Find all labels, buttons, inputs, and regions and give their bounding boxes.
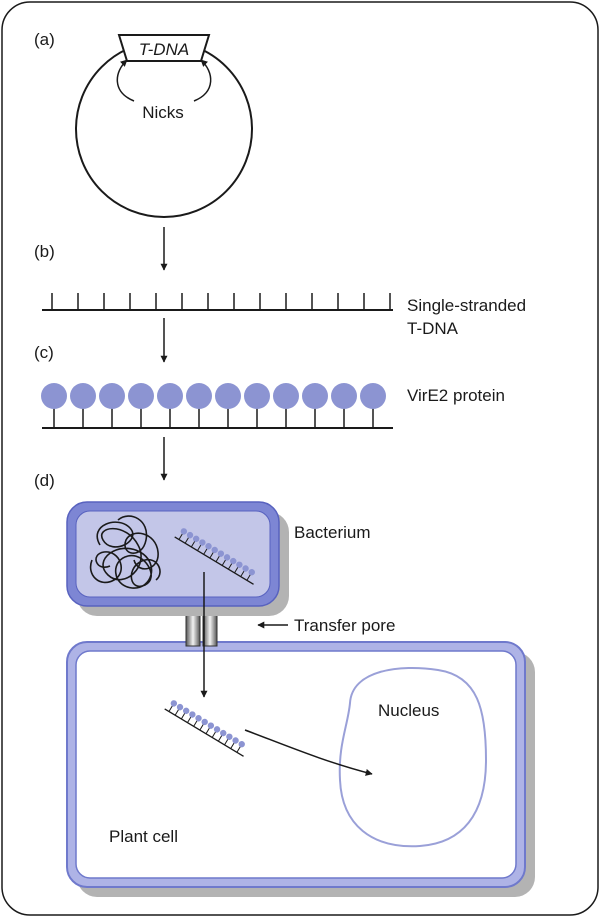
complex-protein bbox=[226, 733, 233, 740]
vire2-protein bbox=[215, 383, 241, 409]
complex-protein bbox=[201, 718, 208, 726]
complex-protein bbox=[211, 546, 218, 554]
complex-protein bbox=[186, 531, 194, 539]
vire2-protein bbox=[331, 383, 357, 409]
complex-stalk bbox=[221, 559, 227, 566]
complex-protein bbox=[217, 550, 225, 557]
complex-stalk bbox=[168, 705, 174, 712]
complex-stalk bbox=[193, 720, 198, 727]
panel-label-d: (d) bbox=[34, 471, 55, 490]
complex-stalk bbox=[187, 716, 192, 723]
bacterium-cytoplasm bbox=[75, 510, 271, 598]
nucleus-envelope bbox=[338, 667, 488, 848]
complex-protein bbox=[238, 740, 245, 748]
vire2-protein bbox=[128, 383, 154, 409]
nuclear-import-arrow bbox=[244, 729, 373, 776]
single-stranded-label-2: T-DNA bbox=[407, 319, 459, 338]
complex-stalk bbox=[205, 727, 211, 735]
complex-protein bbox=[183, 707, 190, 715]
complex-stalk bbox=[199, 723, 204, 731]
complex-stalk bbox=[227, 562, 233, 570]
single-strand-bases bbox=[51, 293, 391, 310]
vire2-protein bbox=[244, 383, 270, 409]
panel-label-a: (a) bbox=[34, 30, 55, 49]
complex-stalk bbox=[236, 746, 241, 753]
nick-arrow-right bbox=[193, 59, 212, 102]
complex-stalk bbox=[240, 570, 245, 577]
complex-protein bbox=[195, 715, 202, 722]
complex-stalk bbox=[211, 731, 217, 738]
panel-label-b: (b) bbox=[34, 242, 55, 261]
complex-stalk bbox=[217, 734, 223, 742]
vire2-protein bbox=[186, 383, 212, 409]
bacterium-label: Bacterium bbox=[294, 523, 371, 542]
complex-protein bbox=[232, 737, 239, 744]
complex-protein bbox=[176, 703, 184, 711]
vire2-protein-row bbox=[41, 383, 386, 428]
vire2-protein bbox=[273, 383, 299, 409]
complex-protein bbox=[199, 539, 206, 546]
complex-protein bbox=[205, 543, 212, 550]
vire2-protein bbox=[157, 383, 183, 409]
complex-protein bbox=[242, 565, 249, 572]
vire2-protein bbox=[70, 383, 96, 409]
complex-stalk bbox=[178, 533, 184, 540]
t-dna-label: T-DNA bbox=[139, 40, 189, 59]
panel-label-c: (c) bbox=[34, 343, 54, 362]
t-dna-complex-bacterium bbox=[174, 528, 255, 585]
complex-stalk bbox=[180, 712, 186, 720]
complex-stalk bbox=[203, 548, 208, 555]
complex-stalk bbox=[197, 544, 202, 551]
complex-protein bbox=[230, 557, 237, 565]
bacterial-chromosome bbox=[89, 515, 161, 589]
complex-stalk bbox=[246, 574, 251, 581]
nicks-label: Nicks bbox=[142, 103, 184, 122]
complex-protein bbox=[220, 729, 227, 737]
complex-protein bbox=[170, 700, 178, 707]
complex-stalk bbox=[224, 738, 229, 746]
nucleus-label: Nucleus bbox=[378, 701, 439, 720]
vire2-protein bbox=[302, 383, 328, 409]
complex-protein bbox=[207, 722, 215, 729]
vire2-protein bbox=[360, 383, 386, 409]
vire2-protein bbox=[99, 383, 125, 409]
complex-protein bbox=[189, 711, 196, 718]
plant-cell-label: Plant cell bbox=[109, 827, 178, 846]
transfer-pore-label: Transfer pore bbox=[294, 616, 395, 635]
complex-protein bbox=[213, 726, 221, 733]
vire2-protein bbox=[41, 383, 67, 409]
complex-stalk bbox=[184, 536, 190, 544]
complex-stalk bbox=[174, 708, 180, 716]
complex-protein bbox=[193, 535, 200, 543]
complex-stalk bbox=[215, 555, 221, 563]
t-dna-complex-cytoplasm bbox=[164, 700, 245, 757]
complex-protein bbox=[236, 561, 243, 568]
complex-stalk bbox=[209, 551, 214, 559]
complex-protein bbox=[248, 568, 255, 576]
complex-protein bbox=[223, 554, 231, 561]
complex-backbone bbox=[174, 536, 254, 585]
complex-backbone bbox=[164, 708, 244, 757]
complex-stalk bbox=[230, 742, 235, 749]
complex-stalk bbox=[234, 566, 239, 574]
single-stranded-label-1: Single-stranded bbox=[407, 296, 526, 315]
nick-arrow-left bbox=[116, 59, 135, 102]
complex-protein bbox=[180, 528, 188, 535]
vire2-label: VirE2 protein bbox=[407, 386, 505, 405]
complex-stalk bbox=[190, 540, 196, 548]
